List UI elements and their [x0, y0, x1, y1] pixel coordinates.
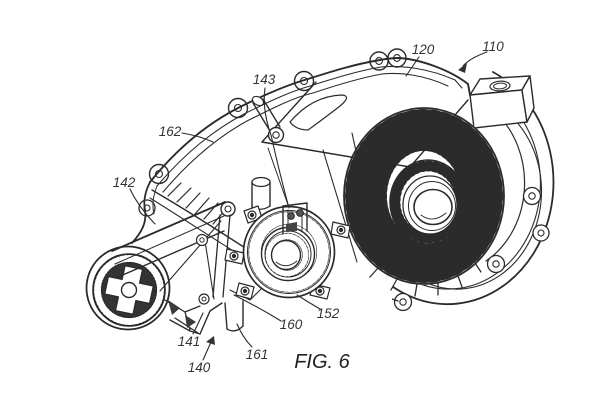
- label-120-text: 120: [412, 42, 435, 57]
- mount-head: [85, 245, 171, 331]
- mount-center-hole: [120, 281, 138, 299]
- label-140-leader: [202, 341, 212, 361]
- label-161-leader: [236, 323, 253, 348]
- cylindrical-stub: [224, 300, 244, 332]
- label-143-leader: [263, 87, 290, 209]
- top-mounting-boss: [469, 75, 535, 129]
- label-120: [405, 56, 420, 77]
- label-142-text: 142: [113, 175, 136, 190]
- label-120-leader: [405, 56, 420, 77]
- retainer-tabs: [224, 205, 351, 300]
- mount-wheel: [92, 253, 166, 327]
- label-110-leader: [462, 51, 488, 67]
- label-110-text: 110: [482, 39, 504, 54]
- label-141: [192, 312, 204, 335]
- cylindrical-boss: [251, 176, 271, 210]
- label-152-text: 152: [317, 306, 340, 321]
- label-140-text: 140: [188, 360, 211, 375]
- cone-spikes: [369, 262, 482, 297]
- label-110: [458, 51, 488, 73]
- label-143: [263, 87, 290, 209]
- label-160: [233, 294, 282, 322]
- label-160-leader: [233, 294, 282, 322]
- label-141-leader: [192, 312, 204, 335]
- label-160-text: 160: [280, 317, 303, 332]
- label-161: [236, 323, 253, 348]
- label-142: [129, 188, 156, 225]
- bearing-retainer: [224, 202, 351, 300]
- label-162-text: 162: [159, 124, 182, 139]
- label-142-leader: [129, 188, 156, 225]
- label-110-arrowhead: [458, 63, 467, 73]
- top-bracket: [282, 202, 308, 235]
- label-141-text: 141: [178, 334, 201, 349]
- label-152: [296, 294, 321, 310]
- label-140-arrowhead: [206, 336, 215, 345]
- label-152-leader: [296, 294, 321, 310]
- figure-caption: FIG. 6: [294, 351, 350, 373]
- label-161-text: 161: [246, 347, 269, 362]
- label-162-leader: [181, 132, 214, 143]
- label-143-text: 143: [253, 72, 276, 87]
- label-140: [202, 336, 215, 361]
- label-162: [181, 132, 214, 143]
- support-arm: [111, 201, 236, 300]
- reference-labels: [129, 51, 488, 361]
